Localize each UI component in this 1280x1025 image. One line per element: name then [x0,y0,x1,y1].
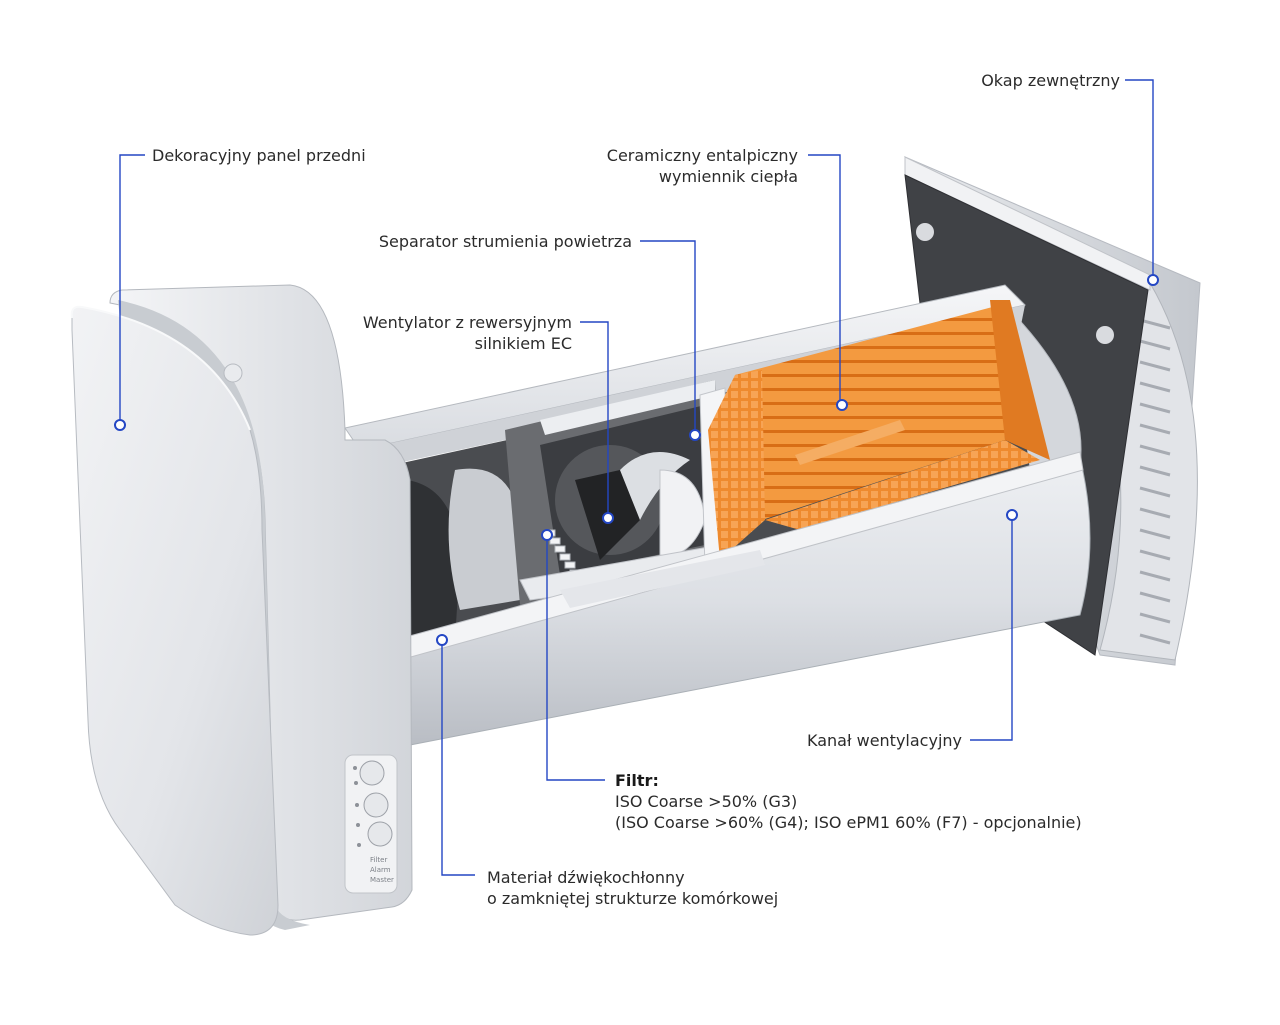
marker-separator [689,429,701,441]
hood-louver [1139,339,1171,351]
label-filtr: Filtr: ISO Coarse >50% (G3) (ISO Coarse … [615,770,1082,833]
hood-louver [1139,318,1171,330]
label-dekoracyjny-panel: Dekoracyjny panel przedni [152,145,366,166]
label-line: (ISO Coarse >60% (G4); ISO ePM1 60% (F7)… [615,813,1082,832]
label-line: Separator strumienia powietrza [378,232,632,251]
hood-louver [1139,570,1171,582]
label-line: Wentylator z rewersyjnym [362,313,572,332]
marker-filtr [541,529,553,541]
marker-material [436,634,448,646]
indicator-master-label: Master [370,876,394,884]
leader-kanal [970,515,1013,741]
hood-louver [1139,612,1171,624]
hood-louver [1139,360,1171,372]
marker-wymiennik [836,399,848,411]
leader-wymiennik [808,154,841,405]
marker-panel [114,419,126,431]
front-decorative-panel: Filter Alarm Master [70,284,413,936]
filter-comb-tooth [559,553,571,561]
hood-louver [1139,465,1171,477]
label-material: Materiał dźwiękochłonny o zamkniętej str… [487,867,778,909]
marker-okap [1147,274,1159,286]
leader-separator [640,240,696,435]
label-heading: Filtr: [615,771,659,790]
label-wymiennik-ciepla: Ceramiczny entalpiczny wymiennik ciepła [607,145,798,187]
label-okap-zewnetrzny: Okap zewnętrzny [981,70,1120,91]
filter-comb-tooth [564,561,576,569]
label-line: wymiennik ciepła [658,167,798,186]
hood-louver [1139,444,1171,456]
hood-louver [1139,423,1171,435]
label-wentylator: Wentylator z rewersyjnym silnikiem EC [363,312,572,354]
leader-okap [1125,79,1154,280]
leader-wentylator [580,321,609,518]
label-line: Ceramiczny entalpiczny [606,146,798,165]
filter-comb-tooth [554,545,566,553]
leader-filtr [546,535,605,781]
marker-wentylator [602,512,614,524]
label-line: Materiał dźwiękochłonny [487,868,685,887]
label-kanal: Kanał wentylacyjny [807,730,962,751]
leader-material [441,640,475,876]
hood-louver [1139,591,1171,603]
hood-louver [1139,633,1171,645]
label-line: Kanał wentylacyjny [807,731,962,750]
marker-kanal [1006,509,1018,521]
hood-louver [1139,507,1171,519]
label-line: silnikiem EC [474,334,572,353]
hood-louver [1139,549,1171,561]
hood-louver [1139,486,1171,498]
filter-comb-tooth [549,537,561,545]
ceramic-heat-exchanger [708,300,1050,560]
leader-panel [119,154,145,425]
indicator-alarm-label: Alarm [370,866,391,874]
label-line: Okap zewnętrzny [981,71,1120,90]
hood-louver [1139,528,1171,540]
label-line: ISO Coarse >50% (G3) [615,792,798,811]
hood-louver [1139,381,1171,393]
label-line: o zamkniętej strukturze komórkowej [487,889,779,908]
label-line: Dekoracyjny panel przedni [152,146,366,165]
tube-lower-shell [394,451,1091,746]
indicator-filter-label: Filter [370,856,387,864]
label-separator: Separator strumienia powietrza [379,231,632,252]
hood-louver [1139,402,1171,414]
